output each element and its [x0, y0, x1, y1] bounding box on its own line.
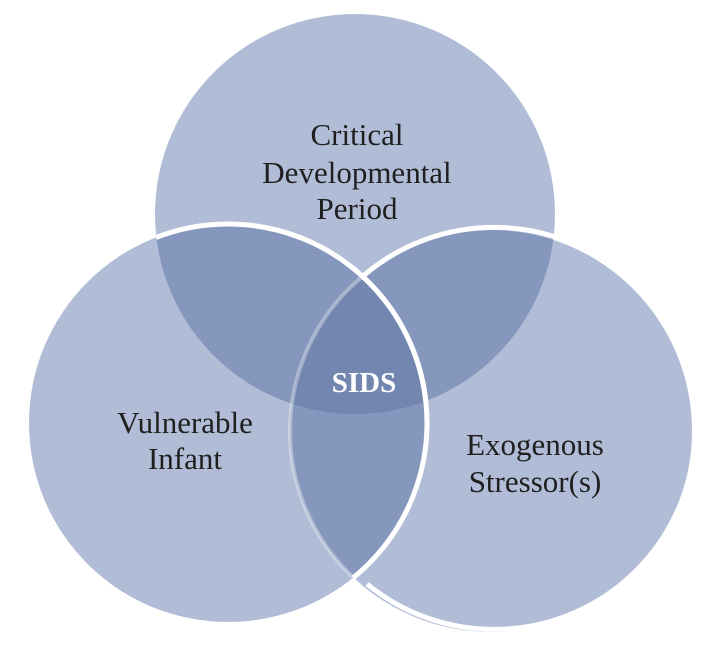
label-line: Infant: [148, 441, 222, 476]
right-circle-outline-faint: [288, 228, 427, 622]
label-critical-developmental-period: Critical Developmental Period: [262, 117, 451, 226]
left-circle-outline-right: [290, 230, 430, 625]
label-exogenous-stressors: Exogenous Stressor(s): [466, 427, 604, 499]
label-vulnerable-infant: Vulnerable Infant: [117, 405, 253, 476]
left-circle-outline-top: [155, 221, 430, 414]
right-circle-outline: [360, 224, 698, 632]
label-sids: SIDS: [332, 367, 397, 399]
overlap-center-sids: [290, 230, 427, 414]
label-line: Critical: [311, 117, 404, 152]
label-line: Period: [317, 191, 398, 226]
label-line: Developmental: [262, 155, 451, 190]
label-line: Vulnerable: [117, 405, 253, 440]
label-line: Exogenous: [466, 427, 604, 462]
label-line: Stressor(s): [469, 464, 602, 499]
